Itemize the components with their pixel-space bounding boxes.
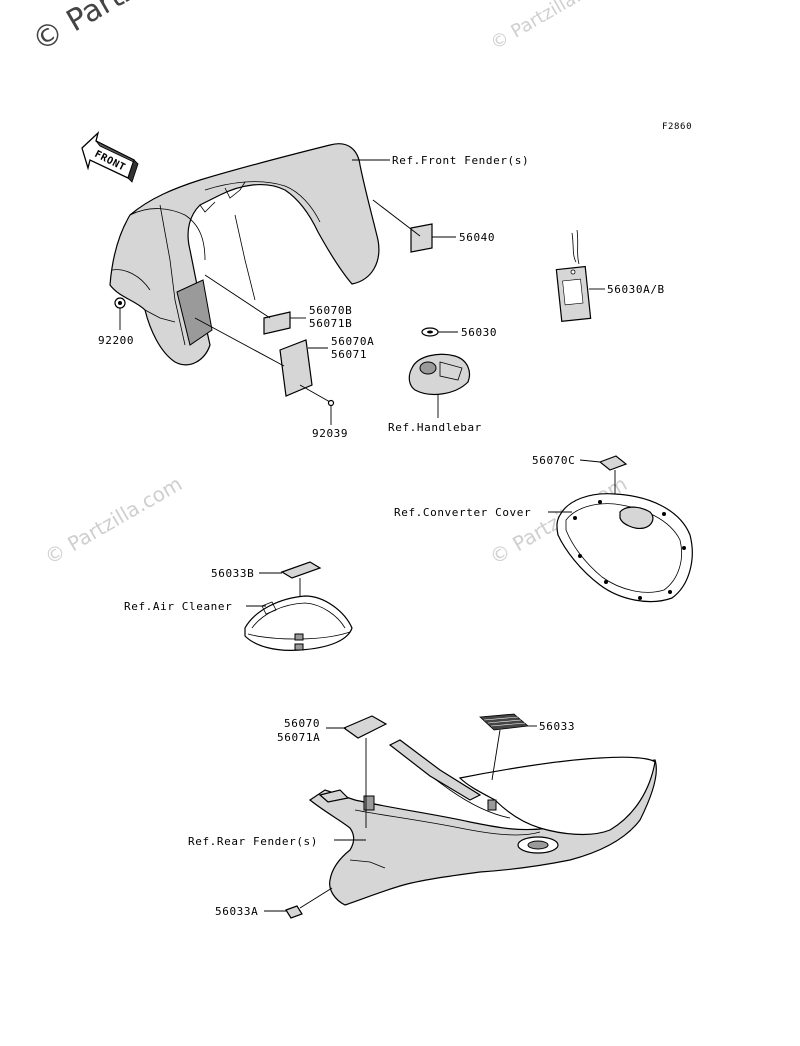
label-56070-rear	[326, 715, 388, 828]
air-cleaner	[244, 561, 353, 651]
part-56033-label: 56033	[539, 720, 575, 733]
part-92039-label: 92039	[312, 427, 348, 440]
watermark-top-right: © Partzilla.com	[487, 0, 618, 54]
handlebar-cover	[408, 327, 471, 418]
ref-front-fender-label: Ref.Front Fender(s)	[392, 154, 529, 167]
part-56040-label: 56040	[459, 231, 495, 244]
part-92200-label: 92200	[98, 334, 134, 347]
part-56071b-label: 56071B	[309, 317, 352, 330]
part-56071-label: 56071	[331, 348, 367, 361]
part-56030ab-label: 56030A/B	[607, 283, 665, 296]
watermark-copyright: © Partzilla.com	[27, 0, 245, 59]
converter-cover	[548, 455, 693, 603]
label-56070a	[194, 317, 328, 397]
front-fender	[109, 143, 380, 366]
part-56071a-label: 56071A	[277, 731, 320, 744]
tag-56030ab	[555, 229, 605, 322]
part-56070a-label: 56070A	[331, 335, 374, 348]
ref-air-cleaner-label: Ref.Air Cleaner	[124, 600, 232, 613]
label-56033-rear	[479, 713, 537, 781]
ref-handlebar-label: Ref.Handlebar	[388, 421, 482, 434]
front-arrow-icon: FRONT	[81, 131, 139, 183]
watermark-left: © Partzilla.com	[41, 471, 187, 569]
label-56033a	[264, 887, 333, 919]
part-56033b-label: 56033B	[211, 567, 254, 580]
ref-rear-fender-label: Ref.Rear Fender(s)	[188, 835, 318, 848]
part-56070b-label: 56070B	[309, 304, 352, 317]
label-56070b	[204, 274, 306, 335]
washer-92200	[114, 297, 126, 330]
label-56040	[372, 199, 456, 253]
rear-fender	[308, 739, 657, 906]
part-56033a-label: 56033A	[215, 905, 258, 918]
bolt-92039	[299, 384, 335, 425]
figure-code: F2860	[662, 122, 692, 132]
ref-converter-cover-label: Ref.Converter Cover	[394, 506, 531, 519]
part-56030-label: 56030	[461, 326, 497, 339]
part-56070-label: 56070	[284, 717, 320, 730]
part-56070c-label: 56070C	[532, 454, 575, 467]
